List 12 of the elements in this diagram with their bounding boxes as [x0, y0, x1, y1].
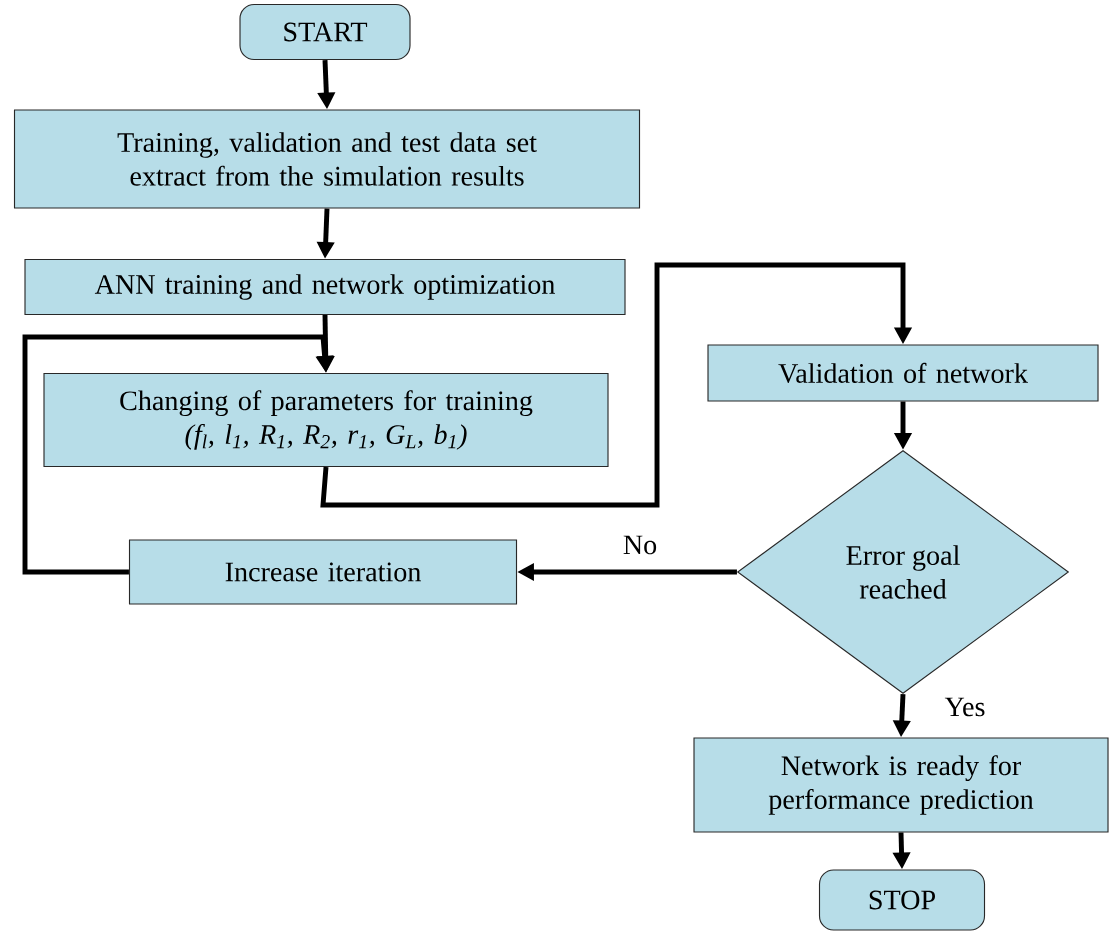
process-box: Network is ready for performance prediction [693, 737, 1109, 833]
terminal-box: STOP [818, 869, 986, 931]
process-box: Validation of network [707, 344, 1099, 402]
process-box: ANN training and network optimization [24, 258, 626, 316]
arrow [320, 262, 913, 508]
process-box: Increase iteration [128, 539, 518, 605]
terminal-box: START [239, 3, 411, 61]
arrow [22, 334, 334, 575]
process-box: Changing of parameters for training (f$_{l}$, l$_{1}$, R$_{1}$, R$_{2}$, r$_{1}$, G$_{L}$, b$_{1}$) [43, 372, 609, 468]
process-box: Training, validation and test data set extract from the simulation results [13, 109, 641, 209]
edge-label: No [620, 532, 660, 558]
edge-label: Yes [941, 694, 989, 720]
